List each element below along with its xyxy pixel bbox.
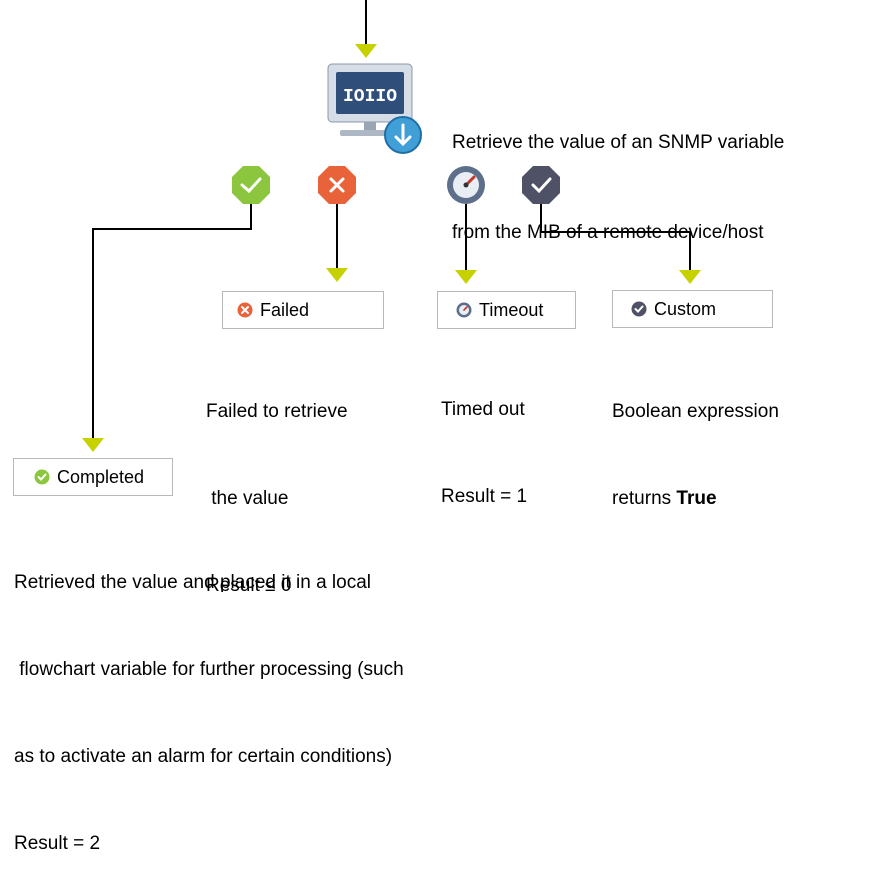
custom-connector	[540, 204, 691, 270]
timeout-label: Timeout	[479, 299, 544, 320]
custom-label: Custom	[654, 298, 717, 319]
custom-description-bold: True	[676, 488, 717, 509]
check-circle-icon	[631, 301, 647, 317]
failed-outcome-box[interactable]: Failed	[222, 291, 384, 329]
timeout-arrowhead	[455, 270, 477, 284]
failed-description: Failed to retrieve the value Result ≤ 0	[206, 339, 348, 629]
completed-description-line: flowchart variable for further processin…	[14, 659, 404, 680]
completed-outcome-box[interactable]: Completed	[13, 458, 173, 496]
custom-description-line: returns True	[612, 484, 779, 513]
failed-label: Failed	[260, 299, 310, 320]
action-description-line: Retrieve the value of an SNMP variable	[452, 132, 785, 153]
custom-arrowhead	[679, 270, 701, 284]
completed-description-line: as to activate an alarm for certain cond…	[14, 746, 393, 767]
snmp-get-icon: IOIIO	[327, 63, 422, 154]
failed-description-line: Failed to retrieve	[206, 401, 348, 422]
custom-description-line: Boolean expression	[612, 401, 779, 422]
check-circle-icon	[34, 469, 50, 485]
timeout-description: Timed out Result = 1	[441, 337, 527, 540]
completed-arrowhead	[82, 438, 104, 452]
custom-description-plain: returns	[612, 488, 677, 509]
gauge-icon	[456, 302, 472, 318]
timeout-gauge-icon	[447, 166, 485, 204]
completed-description-line: Result = 2	[14, 833, 101, 854]
completed-description-line: Retrieved the value and placed it in a l…	[14, 572, 372, 593]
action-description: Retrieve the value of an SNMP variable f…	[452, 68, 784, 278]
x-circle-icon	[237, 302, 253, 318]
timeout-outcome-box[interactable]: Timeout	[437, 291, 576, 329]
failed-description-line: the value	[206, 488, 289, 509]
svg-text:IOIIO: IOIIO	[343, 87, 397, 107]
custom-outcome-box[interactable]: Custom	[612, 290, 773, 328]
action-description-line: from the MIB of a remote device/host	[452, 222, 764, 243]
completed-description: Retrieved the value and placed it in a l…	[14, 510, 404, 887]
custom-description: Boolean expression returns True	[612, 339, 779, 542]
completed-label: Completed	[57, 466, 145, 487]
failed-arrowhead	[326, 268, 348, 282]
timeout-description-line: Timed out	[441, 399, 525, 420]
completed-connector	[92, 204, 252, 438]
custom-octagon-icon	[522, 166, 560, 204]
timeout-description-line: Result = 1	[441, 486, 528, 507]
incoming-arrowhead	[355, 44, 377, 58]
completed-octagon-icon	[232, 166, 270, 204]
failed-description-line: Result ≤ 0	[206, 575, 292, 596]
failed-octagon-icon	[318, 166, 356, 204]
connector-layer: IOIIO	[82, 0, 701, 452]
